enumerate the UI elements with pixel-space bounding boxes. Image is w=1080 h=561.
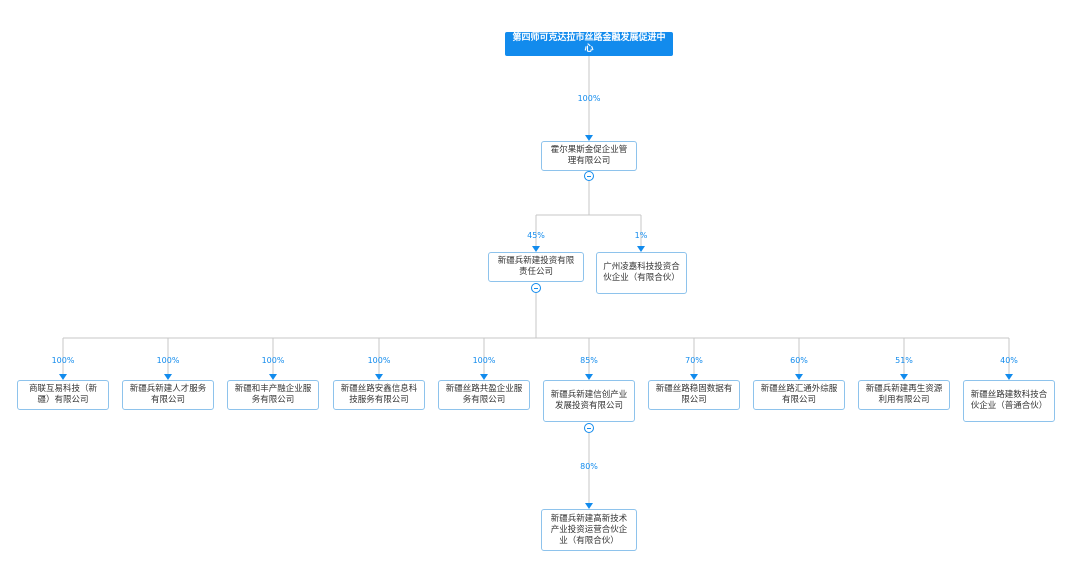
- level3-node-4[interactable]: 新疆丝路共盈企业服务有限公司: [438, 380, 530, 410]
- level3-node-2-label: 新疆和丰产融企业服务有限公司: [234, 384, 312, 405]
- level3-node-8[interactable]: 新疆兵新建再生资源利用有限公司: [858, 380, 950, 410]
- level3-node-1[interactable]: 新疆兵新建人才服务有限公司: [122, 380, 214, 410]
- level3-node-0[interactable]: 商联互易科技（新疆）有限公司: [17, 380, 109, 410]
- level4-node[interactable]: 新疆兵新建高新技术产业投资运营合伙企业（有限合伙）: [541, 509, 637, 551]
- collapse-toggle-level3-5[interactable]: [584, 423, 594, 433]
- level4-node-label: 新疆兵新建高新技术产业投资运营合伙企业（有限合伙）: [550, 513, 628, 546]
- level3-node-8-label: 新疆兵新建再生资源利用有限公司: [865, 384, 943, 405]
- level3-percent-7: 60%: [790, 356, 808, 365]
- level3-percent-4: 100%: [472, 356, 496, 365]
- level3-node-3-label: 新疆丝路安鑫信息科技服务有限公司: [340, 384, 418, 405]
- root-node-label: 第四师可克达拉市丝路金融发展促进中心: [512, 33, 666, 54]
- level3-percent-5: 85%: [580, 356, 598, 365]
- level1-node[interactable]: 霍尔果斯金促企业管理有限公司: [541, 141, 637, 171]
- level3-node-5-label: 新疆兵新建信创产业发展投资有限公司: [550, 390, 628, 411]
- level3-percent-3: 100%: [367, 356, 391, 365]
- level2-node-0[interactable]: 新疆兵新建投资有限责任公司: [488, 252, 584, 282]
- level3-node-6-label: 新疆丝路稳固数据有限公司: [655, 384, 733, 405]
- level2-node-1-label: 广州凌嘉科技投资合伙企业（有限合伙）: [603, 262, 680, 283]
- level3-node-9[interactable]: 新疆丝路建数科技合伙企业（普通合伙）: [963, 380, 1055, 422]
- collapse-toggle-level2-0[interactable]: [531, 283, 541, 293]
- level1-node-label: 霍尔果斯金促企业管理有限公司: [550, 145, 628, 166]
- level3-node-0-label: 商联互易科技（新疆）有限公司: [28, 384, 97, 405]
- level3-node-1-label: 新疆兵新建人才服务有限公司: [129, 384, 207, 405]
- level2-node-0-label: 新疆兵新建投资有限责任公司: [497, 256, 575, 277]
- level3-percent-8: 51%: [895, 356, 913, 365]
- level3-node-6[interactable]: 新疆丝路稳固数据有限公司: [648, 380, 740, 410]
- level3-percent-9: 40%: [1000, 356, 1018, 365]
- level2-node-1[interactable]: 广州凌嘉科技投资合伙企业（有限合伙）: [596, 252, 687, 294]
- level3-percent-6: 70%: [685, 356, 703, 365]
- level3-node-4-label: 新疆丝路共盈企业服务有限公司: [445, 384, 523, 405]
- level3-node-7-label: 新疆丝路汇通外综服有限公司: [760, 384, 838, 405]
- level3-node-7[interactable]: 新疆丝路汇通外综服有限公司: [753, 380, 845, 410]
- level2-percent-1: 1%: [634, 231, 648, 240]
- level3-percent-0: 100%: [51, 356, 75, 365]
- level3-node-3[interactable]: 新疆丝路安鑫信息科技服务有限公司: [333, 380, 425, 410]
- level4-percent: 80%: [580, 462, 598, 471]
- collapse-toggle-level1[interactable]: [584, 171, 594, 181]
- level1-percent: 100%: [577, 94, 601, 103]
- level3-percent-2: 100%: [261, 356, 285, 365]
- level3-node-5[interactable]: 新疆兵新建信创产业发展投资有限公司: [543, 380, 635, 422]
- level3-percent-1: 100%: [156, 356, 180, 365]
- level2-percent-0: 45%: [527, 231, 545, 240]
- level3-node-2[interactable]: 新疆和丰产融企业服务有限公司: [227, 380, 319, 410]
- root-node[interactable]: 第四师可克达拉市丝路金融发展促进中心: [505, 32, 673, 56]
- level3-node-9-label: 新疆丝路建数科技合伙企业（普通合伙）: [970, 390, 1048, 411]
